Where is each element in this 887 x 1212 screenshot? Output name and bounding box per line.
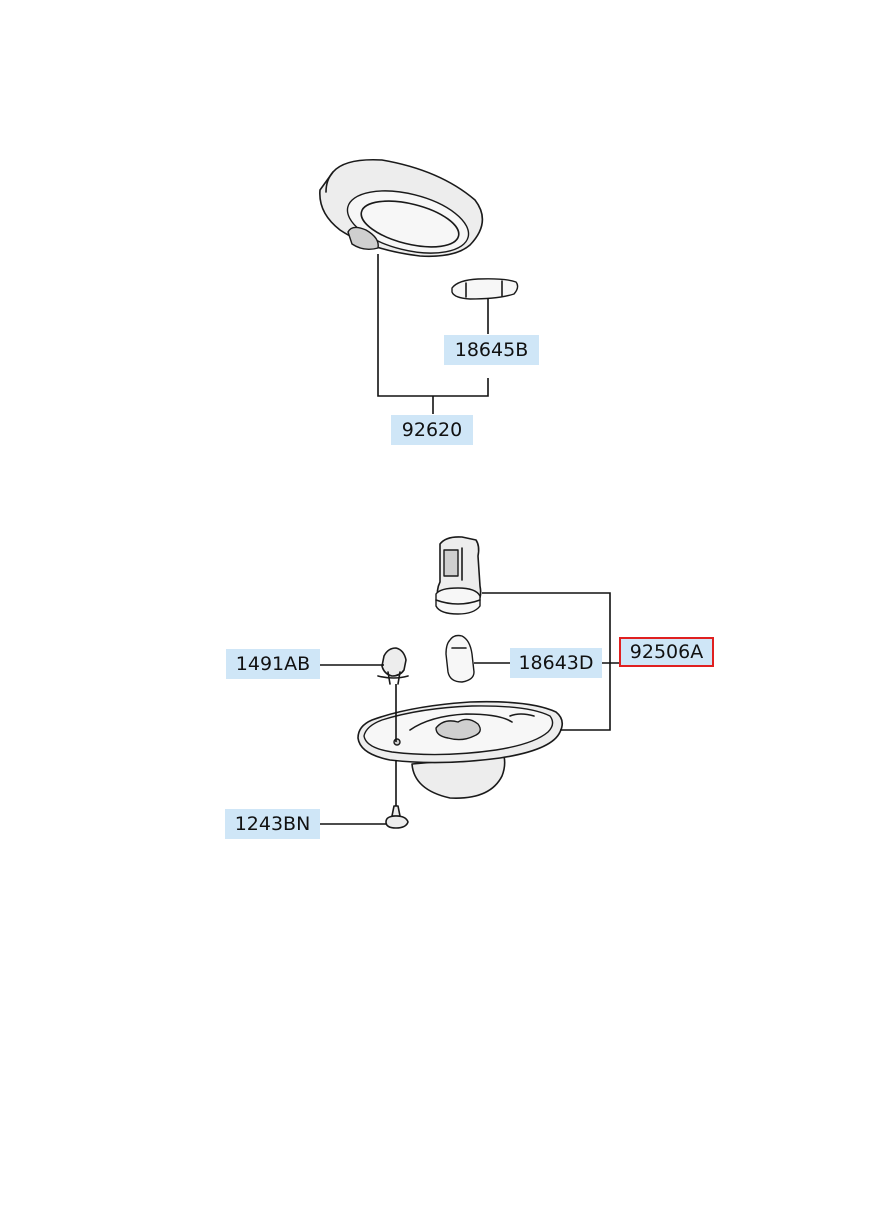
festoon-bulb-icon — [451, 278, 519, 300]
part-code: 18645B — [454, 339, 529, 361]
wedge-bulb-icon — [445, 634, 475, 683]
upper-leader-lines — [377, 254, 489, 414]
lamp-base-icon — [357, 700, 564, 799]
part-code: 1243BN — [234, 813, 311, 835]
part-code: 92620 — [401, 419, 463, 441]
part-label-1491AB[interactable]: 1491AB — [226, 649, 320, 679]
part-label-92620[interactable]: 92620 — [391, 415, 473, 445]
part-code: 1491AB — [235, 653, 311, 675]
part-label-1243BN[interactable]: 1243BN — [225, 809, 320, 839]
clip-icon — [377, 647, 409, 685]
lower-leader-lines — [318, 592, 620, 825]
bulb-socket-icon — [435, 536, 482, 615]
part-label-92506A[interactable]: 92506A — [619, 637, 714, 667]
part-label-18645B[interactable]: 18645B — [444, 335, 539, 365]
screw-icon — [385, 805, 409, 829]
part-code: 18643D — [518, 652, 594, 674]
part-code: 92506A — [629, 641, 704, 663]
dome-lamp-housing-icon — [319, 158, 484, 258]
part-label-18643D[interactable]: 18643D — [510, 648, 602, 678]
